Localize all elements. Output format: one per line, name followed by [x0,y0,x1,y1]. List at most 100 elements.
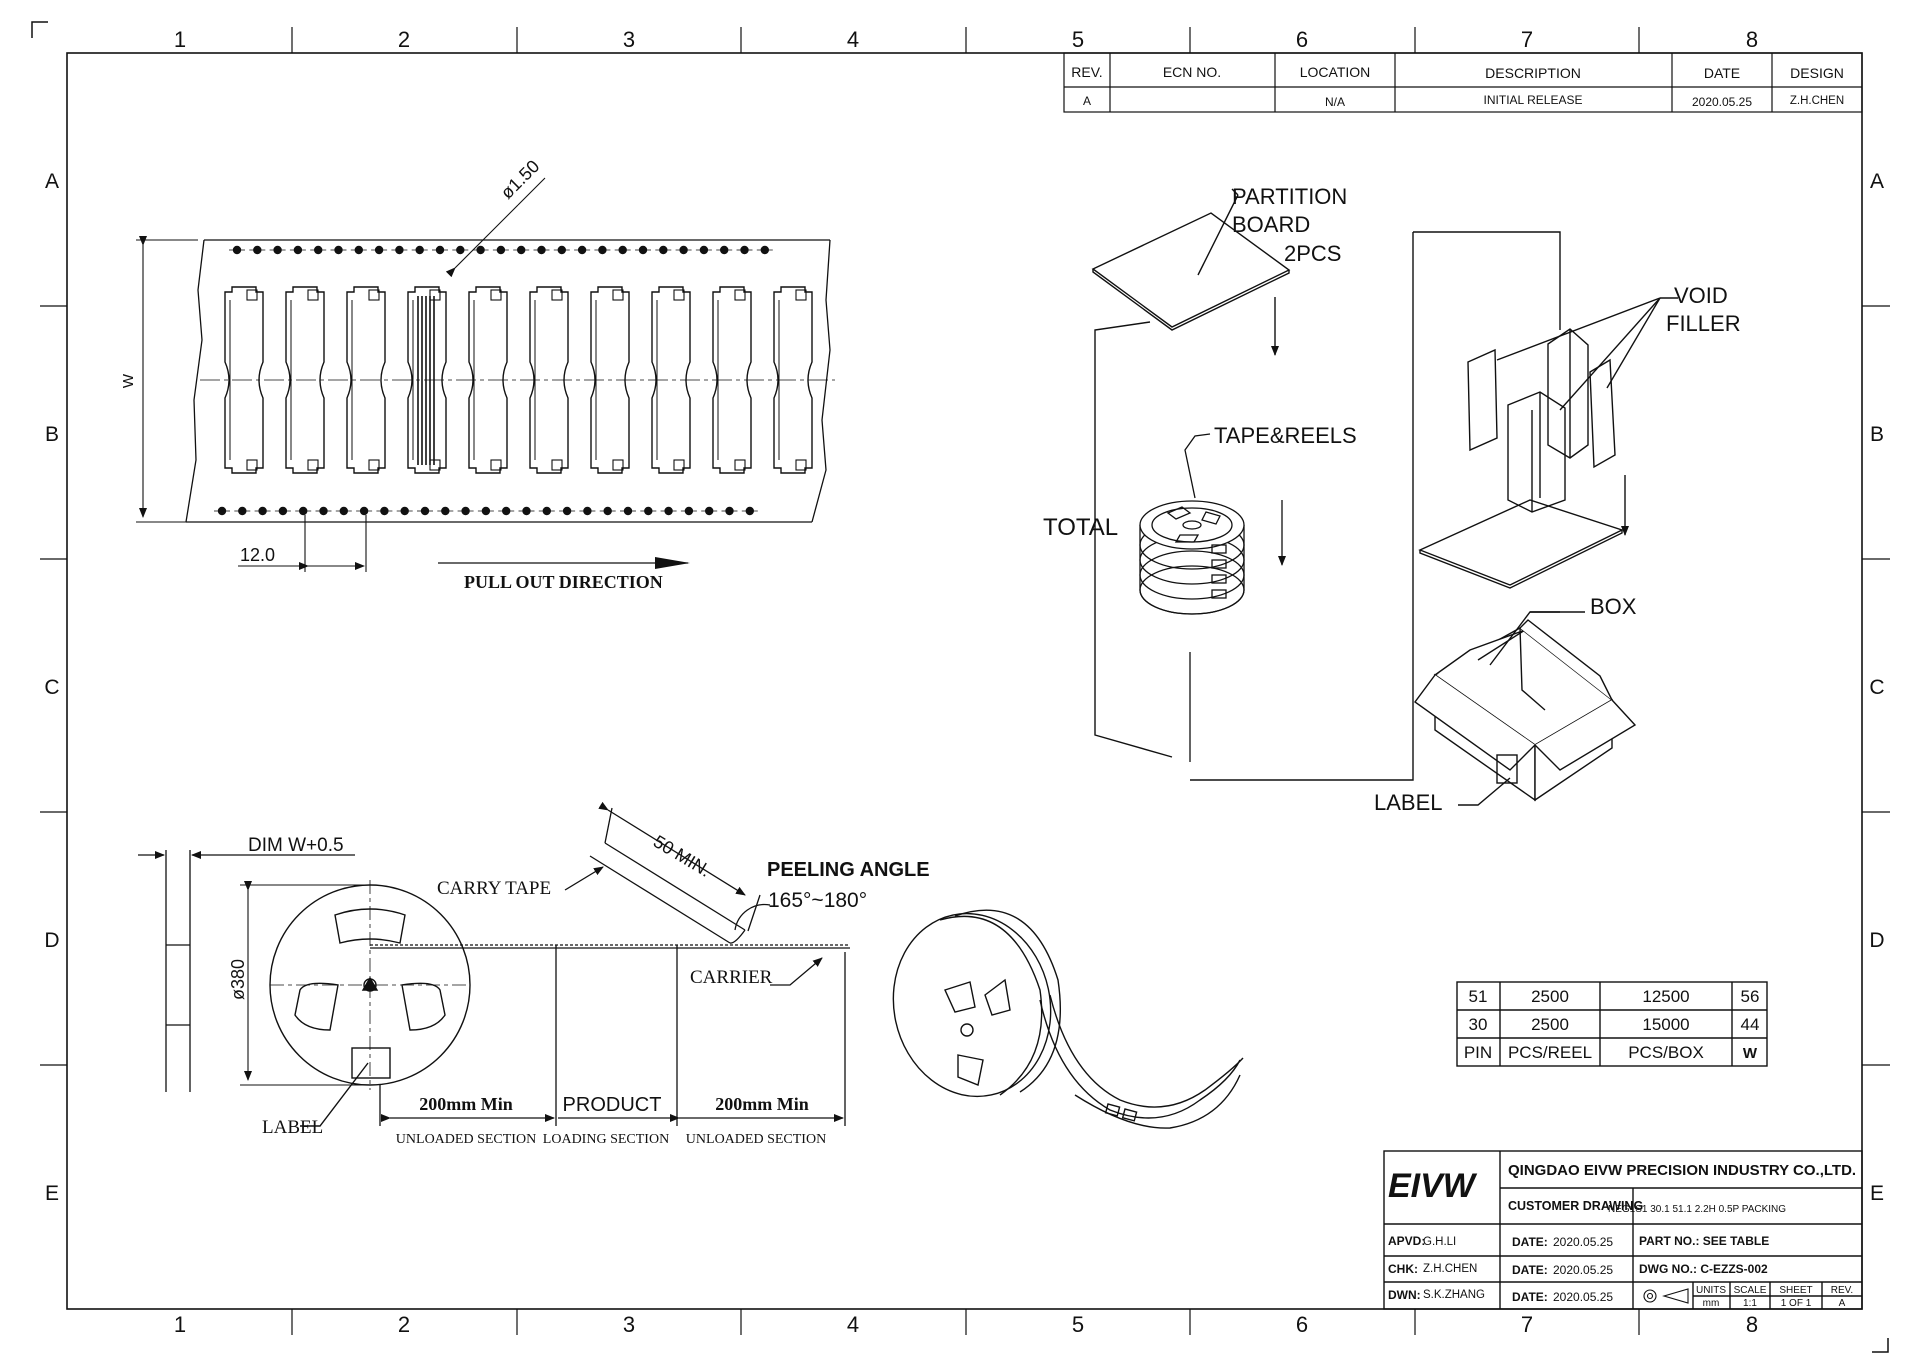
reel-side-view [138,850,355,1092]
zone-row-left: E [45,1182,59,1205]
reel-front-view [269,880,471,1127]
revision-block: REV. ECN NO. LOCATION DESCRIPTION DATE D… [1063,52,1863,113]
width-dimension [136,236,198,523]
carrier-tape-view: W ø1.50 12.0 PULL OUT DIRECTION [120,156,835,592]
dwn-name: S.K.ZHANG [1423,1289,1485,1301]
zone-row-right: A [1870,170,1884,193]
hole-diameter: ø1.50 [497,156,544,203]
sheet-value: 1 OF 1 [1781,1298,1812,1309]
peeling-angle-title: PEELING ANGLE [767,859,930,881]
pitch-value: 12.0 [240,545,275,565]
design-value: Z.H.CHEN [1790,95,1844,107]
tape-reels-label: TAPE&REELS [1214,423,1357,448]
reel-side-and-front-view: DIM W+0.5 ø380 LABEL [138,801,1244,1147]
partition-board [1091,188,1291,356]
apvd-name: G.H.LI [1423,1236,1456,1248]
zone-ticks [40,27,1890,1335]
zone-row-right: B [1870,423,1884,446]
dwn-date-label: DATE: [1512,1290,1548,1304]
qty-table-cell: W [1743,1045,1758,1062]
zone-col-top: 7 [1521,27,1533,52]
peeling-angle-range: 165°~180° [768,889,867,912]
description-value: INITIAL RELEASE [1484,93,1583,107]
zone-row-right: E [1870,1182,1884,1205]
section-1-name: UNLOADED SECTION [396,1132,536,1147]
part-number: PART NO.: SEE TABLE [1639,1234,1769,1248]
rev-value: A [1083,94,1091,108]
dwn-date: 2020.05.25 [1553,1290,1613,1304]
projection-symbol-icon [1643,1288,1689,1304]
zone-col-bottom: 7 [1521,1312,1533,1337]
carrier-tape-line [370,801,850,1126]
date-header: DATE [1704,65,1740,81]
zone-col-top: 8 [1746,27,1758,52]
zone-col-top: 6 [1296,27,1308,52]
zone-col-bottom: 8 [1746,1312,1758,1337]
qty-table-cell: 12500 [1642,987,1689,1006]
pitch-dimension [238,515,367,572]
pull-direction-label: PULL OUT DIRECTION [464,572,663,592]
section-2-name: LOADING SECTION [543,1132,669,1147]
zone-row-right: C [1869,676,1884,699]
qty-table-cell: PIN [1464,1043,1492,1062]
packing-explode-view: PARTITION BOARD 2PCS TOTAL [1043,184,1741,815]
zone-col-bottom: 3 [623,1312,635,1337]
ecn-header: ECN NO. [1163,64,1221,80]
sprocket-holes-bottom [214,506,758,516]
reel-label-tag: LABEL [262,1117,323,1138]
zone-col-top: 5 [1072,27,1084,52]
pull-direction-arrowhead [655,557,690,569]
zone-row-left: C [44,676,59,699]
zone-row-right: D [1869,929,1884,952]
location-header: LOCATION [1300,64,1371,80]
dwn-label: DWN: [1388,1288,1421,1302]
total-label: TOTAL [1043,514,1118,541]
qty-table-cell: 51 [1469,987,1488,1006]
scale-label: SCALE [1734,1285,1767,1296]
units-value: mm [1703,1298,1720,1309]
zone-col-bottom: 1 [174,1312,186,1337]
qty-table-cell: 30 [1469,1015,1488,1034]
qty-table-cell: PCS/BOX [1628,1043,1704,1062]
section-3-name: UNLOADED SECTION [686,1132,826,1147]
void-filler-label-2: FILLER [1666,311,1741,336]
sheet-label: SHEET [1779,1285,1812,1296]
reel-stack [1139,500,1245,615]
zone-row-left: B [45,423,59,446]
design-header: DESIGN [1790,65,1844,81]
zone-col-bottom: 2 [398,1312,410,1337]
zone-col-bottom: 6 [1296,1312,1308,1337]
rev-header: REV. [1071,64,1102,80]
apvd-date: 2020.05.25 [1553,1235,1613,1249]
zone-row-left: D [44,929,59,952]
section-3-length: 200mm Min [715,1094,809,1114]
partition-label-2: BOARD [1232,212,1310,237]
width-label: W [120,373,137,388]
description-header: DESCRIPTION [1485,65,1581,81]
date-value: 2020.05.25 [1692,95,1752,109]
void-filler-group [1190,231,1678,781]
box-label: BOX [1590,594,1637,619]
total-bracket [1094,321,1173,758]
zone-col-top: 1 [174,27,186,52]
rev-value-title: A [1839,1298,1846,1309]
connector-pockets [224,286,813,474]
qty-table-cell: 15000 [1642,1015,1689,1034]
location-value: N/A [1325,95,1345,109]
min-length-label: 50 MIN. [650,831,714,881]
section-1-length: 200mm Min [419,1094,513,1114]
chk-label: CHK: [1388,1262,1418,1276]
reel-perspective-view [892,909,1244,1129]
dim-w-label: DIM W+0.5 [248,835,344,856]
chk-date-label: DATE: [1512,1263,1548,1277]
drawing-number: DWG NO.: C-EZZS-002 [1639,1262,1768,1276]
company-name: QINGDAO EIVW PRECISION INDUSTRY CO.,LTD. [1508,1162,1856,1179]
zone-col-top: 3 [623,27,635,52]
units-label: UNITS [1696,1285,1726,1296]
reel-diameter-dimension [240,881,370,1086]
qty-table-cell: 44 [1741,1015,1760,1034]
qty-table-cell: 56 [1741,987,1760,1006]
sheet-frame [31,21,1889,1353]
